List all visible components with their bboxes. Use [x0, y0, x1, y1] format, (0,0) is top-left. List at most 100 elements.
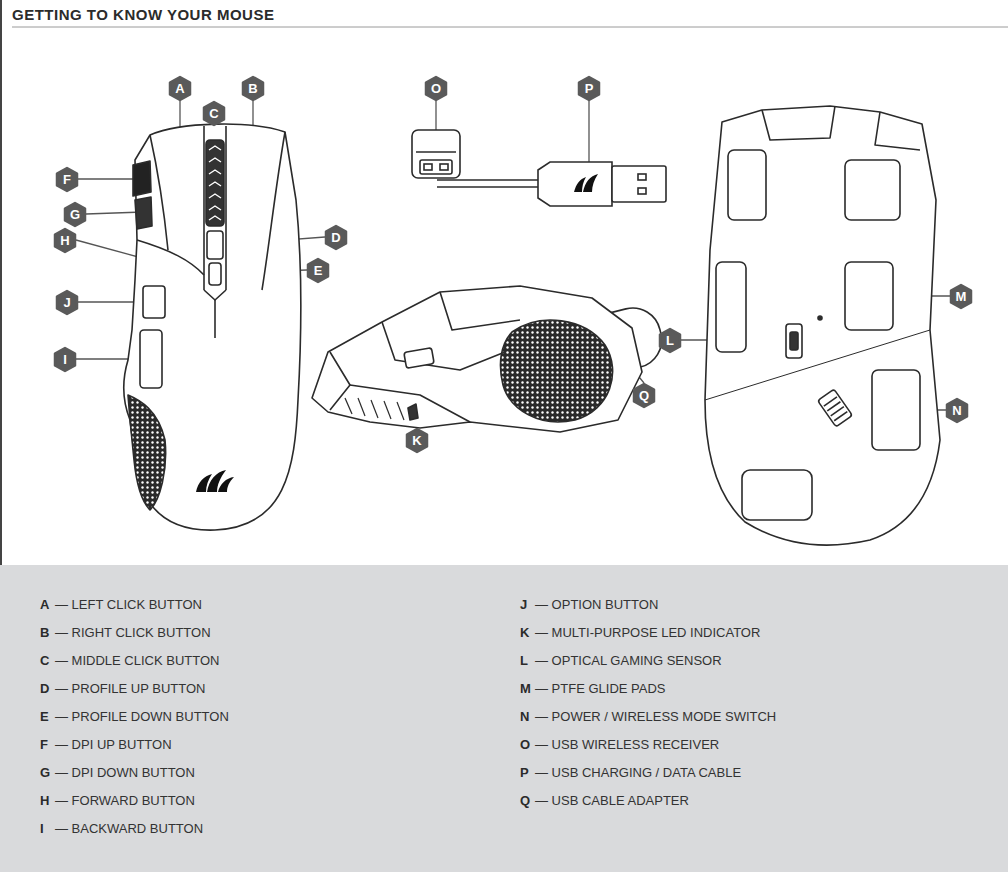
callout-hexagon: L [659, 328, 681, 353]
callout-letter: I [54, 347, 76, 372]
key-letter: G [40, 765, 50, 781]
page-title: GETTING TO KNOW YOUR MOUSE [12, 6, 274, 23]
part-name: — USB CABLE ADAPTER [535, 793, 689, 809]
mouse-bottom-view [845, 160, 900, 220]
hexagon-shape [204, 102, 224, 125]
part-name: — PROFILE UP BUTTON [55, 681, 206, 697]
mouse-side-view [500, 320, 612, 422]
key-letter: H [40, 793, 49, 809]
callout-letter: O [425, 76, 447, 101]
usb-cable [574, 174, 598, 192]
callout-letter: F [56, 167, 78, 192]
part-name: — PROFILE DOWN BUTTON [55, 709, 229, 725]
title-rule [12, 27, 1008, 28]
callout-letter: Q [633, 383, 655, 408]
mouse-top-view [133, 161, 151, 196]
mouse-side-view [312, 286, 642, 432]
callout-hexagon: K [406, 428, 428, 453]
usb-receiver [412, 130, 460, 178]
mouse-side-view [345, 398, 404, 420]
mouse-top-view [218, 477, 234, 492]
mouse-bottom-view [818, 316, 822, 320]
usb-receiver [412, 130, 460, 178]
mouse-top-view [124, 124, 301, 530]
key-letter: O [520, 737, 530, 753]
mouse-top-view [209, 206, 221, 210]
mouse-side-view [312, 286, 642, 432]
key-letter: C [40, 653, 49, 669]
mouse-top-view [209, 263, 221, 285]
mouse-top-view [207, 231, 223, 259]
leader-line [435, 100, 436, 130]
leader-line [76, 240, 142, 258]
mouse-top-view [209, 194, 221, 198]
mouse-top-view [209, 170, 221, 174]
mouse-top-view [135, 197, 152, 229]
mouse-side-view [350, 385, 470, 422]
mouse-bottom-view [845, 262, 893, 330]
key-letter: E [40, 709, 49, 725]
hexagon-shape [170, 77, 190, 100]
hexagon-shape [65, 203, 85, 226]
part-name: — USB WIRELESS RECEIVER [535, 737, 719, 753]
part-name: — MULTI-PURPOSE LED INDICATOR [535, 625, 760, 641]
hexagon-shape [660, 329, 680, 352]
usb-receiver [440, 164, 448, 170]
callout-hexagon: E [307, 258, 329, 283]
mouse-top-view [203, 126, 205, 290]
callout-hexagon: B [242, 76, 264, 101]
leader-line [588, 100, 589, 162]
mouse-side-view [397, 402, 404, 420]
mouse-bottom-view [762, 106, 835, 140]
part-name: — USB CHARGING / DATA CABLE [535, 765, 741, 781]
callout-hexagon: Q [633, 383, 655, 408]
usb-cable [437, 179, 538, 181]
key-letter: Q [520, 793, 530, 809]
callout-letter: G [64, 202, 86, 227]
key-letter: I [40, 821, 44, 837]
mouse-side-view [384, 401, 391, 419]
callout-letter: J [56, 290, 78, 315]
mouse-top-view [143, 286, 165, 318]
part-name: — LEFT CLICK BUTTON [55, 597, 202, 613]
part-name: — DPI DOWN BUTTON [55, 765, 195, 781]
part-name: — RIGHT CLICK BUTTON [55, 625, 211, 641]
callout-letter: N [946, 398, 968, 423]
callout-letter: K [406, 428, 428, 453]
mouse-top-view [206, 140, 224, 226]
mouse-top-view [196, 470, 234, 492]
part-name: — OPTICAL GAMING SENSOR [535, 653, 722, 669]
callout-hexagon: I [54, 347, 76, 372]
mouse-side-view [371, 400, 378, 418]
callout-letter: E [307, 258, 329, 283]
usb-cable [583, 174, 598, 192]
callout-letter: P [578, 76, 600, 101]
hexagon-shape [326, 226, 346, 249]
mouse-bottom-view [875, 112, 920, 150]
callout-hexagon: J [56, 290, 78, 315]
mouse-top-view [137, 240, 204, 275]
hexagon-shape [426, 77, 446, 100]
part-name: — BACKWARD BUTTON [55, 821, 203, 837]
mouse-bottom-view [872, 370, 920, 450]
key-letter: A [40, 597, 49, 613]
mouse-top-view [150, 135, 168, 250]
mouse-top-view [225, 126, 227, 290]
mouse-bottom-view [818, 389, 853, 427]
mouse-side-view [382, 322, 505, 370]
mouse-bottom-view [742, 470, 812, 520]
part-name: — DPI UP BUTTON [55, 737, 172, 753]
mouse-bottom-view [705, 106, 940, 545]
part-name: — POWER / WIRELESS MODE SWITCH [535, 709, 776, 725]
part-name: — OPTION BUTTON [535, 597, 658, 613]
callout-letter: C [203, 101, 225, 126]
mouse-bottom-view [728, 150, 766, 220]
hexagon-shape [57, 291, 77, 314]
mouse-side-view [440, 292, 520, 330]
mouse-top-view [262, 132, 285, 290]
part-name: — MIDDLE CLICK BUTTON [55, 653, 219, 669]
mouse-top-view [209, 182, 221, 186]
mouse-bottom-view [716, 262, 746, 352]
usb-receiver [420, 160, 452, 174]
mouse-top-view [209, 146, 221, 220]
